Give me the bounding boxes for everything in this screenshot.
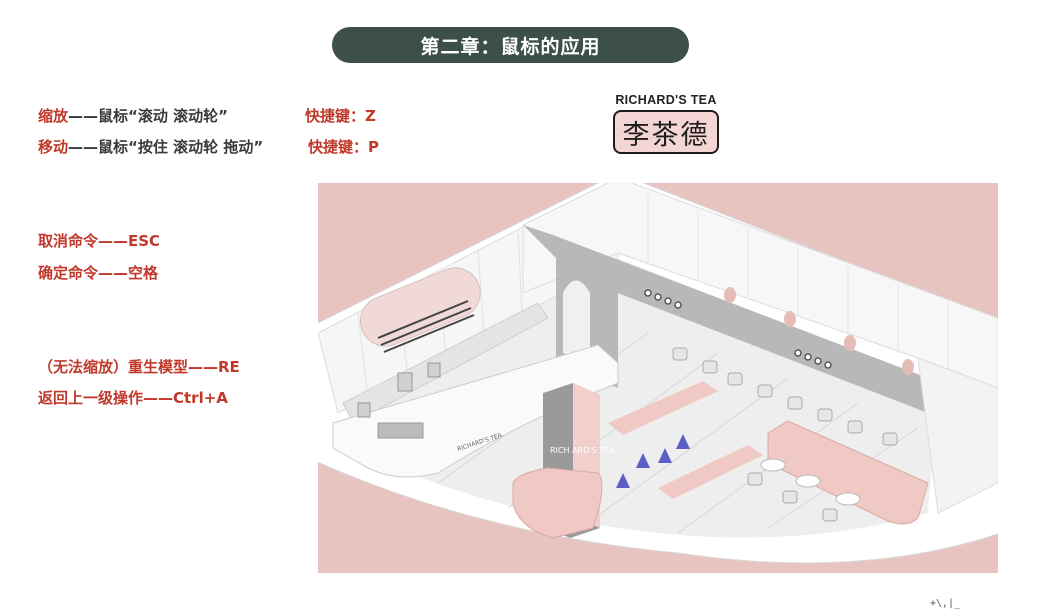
wall-lights bbox=[644, 289, 832, 369]
instruction-confirm: 确定命令——空格 bbox=[38, 264, 159, 282]
corner-mark: +\,|_ bbox=[930, 598, 961, 609]
logo-brand-en: RICHARD'S TEA bbox=[615, 93, 717, 107]
central-table bbox=[608, 381, 718, 435]
move-dash: —— bbox=[68, 138, 99, 156]
zoom-desc: 鼠标“滚动 滚动轮” bbox=[98, 107, 228, 125]
back-wall-panels bbox=[647, 193, 949, 371]
wall-ovals bbox=[724, 287, 914, 375]
zoom-hotkey: 快捷键：Z bbox=[305, 107, 376, 125]
pillar-bench bbox=[512, 467, 603, 539]
instruction-back: 返回上一级操作——Ctrl+A bbox=[38, 389, 228, 407]
chapter-title: 第二章：鼠标的应用 bbox=[332, 27, 689, 63]
logo-brand-cn: 李茶德 bbox=[622, 119, 710, 151]
zoom-action: 缩放 bbox=[38, 107, 69, 125]
store-model: RICHARD'S TEA RICH ARD'S TEA bbox=[297, 172, 1029, 573]
instruction-cancel: 取消命令——ESC bbox=[38, 232, 161, 250]
move-desc: 鼠标“按住 滚动轮 拖动” bbox=[98, 138, 264, 156]
store-3d-viewport[interactable]: RICHARD'S TEA RICH ARD'S TEA bbox=[297, 172, 1029, 573]
chairs bbox=[672, 347, 898, 522]
brand-logo: RICHARD'S TEA 李茶德 bbox=[612, 93, 720, 161]
move-hotkey: 快捷键：P bbox=[308, 138, 379, 156]
counter-equipment bbox=[357, 362, 441, 439]
round-tables bbox=[760, 458, 861, 506]
instruction-regen: （无法缩放）重生模型——RE bbox=[38, 358, 240, 376]
pillar-text: RICH ARD'S TEA bbox=[550, 446, 615, 455]
instruction-move: 移动——鼠标“按住 滚动轮 拖动” 快捷键：P bbox=[38, 137, 379, 157]
menu-board-lines bbox=[377, 300, 475, 353]
zoom-dash: —— bbox=[68, 107, 99, 125]
logo-brand-cn-box: 李茶德 bbox=[613, 110, 719, 154]
arch-doorway bbox=[563, 280, 590, 363]
back-counter bbox=[342, 302, 549, 424]
front-table bbox=[658, 445, 763, 499]
menu-board bbox=[360, 267, 481, 347]
blue-stools bbox=[616, 434, 690, 488]
right-bench bbox=[767, 420, 929, 525]
instruction-zoom: 缩放——鼠标“滚动 滚动轮” 快捷键：Z bbox=[38, 106, 376, 126]
front-counter bbox=[332, 344, 619, 478]
move-action: 移动 bbox=[38, 138, 69, 156]
